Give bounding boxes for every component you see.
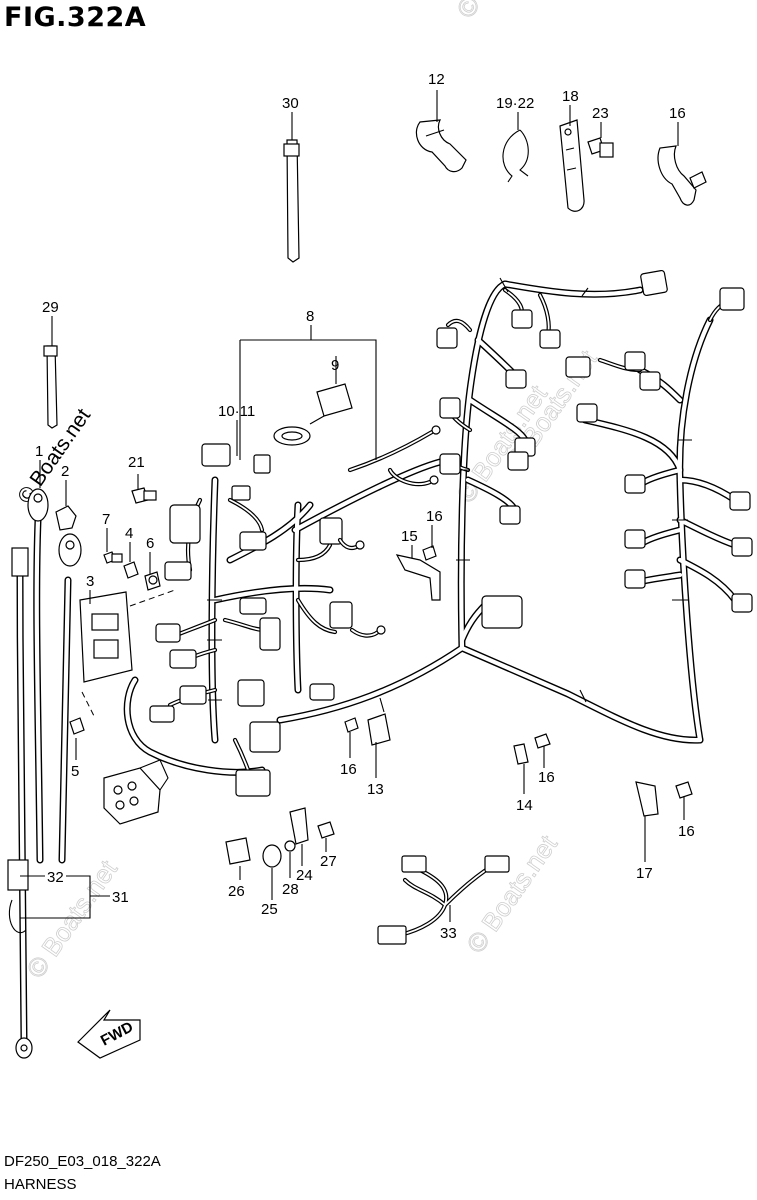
cable-tie-31[interactable] [43,345,58,429]
callout-19-22: 19·22 [496,95,534,112]
part-9-box[interactable] [273,383,353,446]
callout-9: 9 [331,357,339,374]
callout-30: 32 [47,869,64,886]
callout-2: 2 [61,463,69,480]
callout-23: 21 [128,454,145,471]
leader-lines [20,90,685,922]
callout-27: 27 [320,853,337,870]
callout-6: 6 [146,535,154,552]
cable-tie-32[interactable] [283,139,300,263]
callout-25: 25 [261,901,278,918]
battery-cable-2[interactable] [55,505,82,864]
brackets-right[interactable] [344,545,693,817]
figure-title: FIG.322A [4,2,147,33]
callout-15: 15 [401,528,418,545]
callout-18: 18 [562,88,579,105]
callout-26: 26 [228,883,245,900]
figure-name: HARNESS [4,1176,77,1193]
sub-harness-33[interactable] [377,855,510,945]
callout-12: 13 [367,781,384,798]
callout-3: 3 [86,573,94,590]
plate-3[interactable] [79,589,176,719]
callout-31: 29 [42,299,59,316]
figure-code: DF250_E03_018_322A [4,1153,161,1170]
clamp-17[interactable] [657,145,707,206]
callout-24: 24 [296,867,313,884]
callout-8: 8 [306,308,314,325]
callout-20: 12 [428,71,445,88]
callout-14: 17 [636,865,653,882]
callout-5: 5 [71,763,79,780]
callout-10-11: 10·11 [218,403,255,420]
fasteners-left[interactable] [69,487,161,735]
callout-21: 23 [592,105,609,122]
callout-16-right: 16 [538,769,555,786]
callout-29: 31 [112,889,129,906]
callout-4: 4 [125,525,133,542]
bracket-18[interactable] [559,119,585,212]
cable-29-30[interactable] [7,547,33,1059]
watermark: © Boats.net [460,829,563,958]
ring-terminal-wires[interactable] [337,425,441,638]
watermark: © Boats.net [20,854,123,983]
callout-32: 30 [282,95,299,112]
fwd-arrow: FWD [77,1009,141,1059]
callout-33: 33 [440,925,457,942]
battery-cable-1[interactable] [27,488,49,864]
callout-1: 1 [35,443,43,460]
callout-17: 16 [669,105,686,122]
callout-16-top: 16 [426,508,443,525]
callout-labels: 30 29 12 19·22 18 23 16 8 9 10·11 21 1 2… [35,71,695,942]
small-parts-bottom[interactable] [225,807,335,868]
callout-13: 14 [516,797,533,814]
callout-7: 7 [102,511,110,528]
clip-19-22[interactable] [502,129,529,183]
callout-16-far: 16 [678,823,695,840]
clamp-20[interactable] [415,119,467,173]
callout-16-mid: 16 [340,761,357,778]
bolt-21[interactable] [587,137,614,158]
callout-28: 28 [282,881,299,898]
connectors[interactable] [103,269,753,825]
watermarks: © Boats.net © Boats.net © Boats.net © Bo… [13,0,604,984]
watermark: © Boats.net [450,0,553,23]
